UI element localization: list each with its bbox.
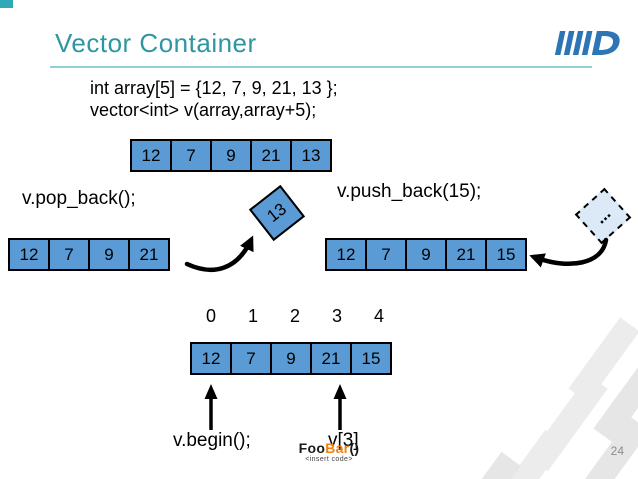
index-label: 3 — [331, 306, 342, 326]
foobar-watermark: FooBar() <insert code> — [281, 440, 377, 463]
page-number: 24 — [610, 444, 624, 458]
array-initial: 12 7 9 21 13 — [130, 139, 332, 172]
push-arrow-icon — [529, 237, 609, 268]
array-cell: 15 — [350, 342, 392, 375]
index-label: 0 — [205, 306, 216, 326]
pop-back-label: v.pop_back(); — [22, 188, 136, 209]
code-line-1: int array[5] = {12, 7, 9, 21, 13 }; — [90, 78, 338, 98]
array-indexed: 12 7 9 21 15 — [190, 342, 392, 375]
index-row: 0 1 2 3 4 — [190, 306, 400, 327]
array-cell: 12 — [190, 342, 232, 375]
array-cell: 7 — [48, 238, 90, 271]
array-cell: 21 — [250, 139, 292, 172]
array-cell: 12 — [325, 238, 367, 271]
array-cell: 21 — [445, 238, 487, 271]
index-label: 2 — [289, 306, 300, 326]
array-after-push: 12 7 9 21 15 — [325, 238, 527, 271]
page-title: Vector Container — [55, 28, 257, 58]
array-cell: 12 — [130, 139, 172, 172]
code-line-2: vector<int> v(array,array+5); — [90, 100, 317, 120]
watermark-bar: Bar — [325, 440, 350, 456]
index-label: 4 — [373, 306, 384, 326]
chevron-bar — [459, 451, 521, 479]
index-label: 1 — [247, 306, 258, 326]
array-cell: 21 — [310, 342, 352, 375]
foobar-watermark-text: FooBar() — [281, 440, 377, 456]
watermark-parens: () — [349, 440, 360, 456]
iiitd-logo-icon — [554, 31, 620, 55]
element-label: v[3] — [328, 430, 359, 451]
popped-value: 13 — [263, 199, 290, 226]
array-cell: 9 — [405, 238, 447, 271]
array-after-pop: 12 7 9 21 — [8, 238, 170, 271]
array-cell: 13 — [290, 139, 332, 172]
incoming-value: ... — [591, 203, 615, 228]
array-cell: 21 — [128, 238, 170, 271]
array-cell: 9 — [210, 139, 252, 172]
array-cell: 15 — [485, 238, 527, 271]
corner-accent — [0, 0, 13, 8]
array-cell: 7 — [365, 238, 407, 271]
pop-arrow-icon — [184, 235, 254, 273]
array-cell: 9 — [88, 238, 130, 271]
array-cell: 12 — [8, 238, 50, 271]
begin-label: v.begin(); — [173, 430, 251, 451]
array-cell: 9 — [270, 342, 312, 375]
push-back-label: v.push_back(15); — [337, 181, 482, 202]
array-cell: 7 — [170, 139, 212, 172]
begin-arrow-icon — [204, 384, 218, 430]
watermark-subtext: <insert code> — [305, 456, 353, 463]
title-divider — [50, 66, 592, 68]
watermark-foo: Foo — [298, 440, 326, 456]
array-cell: 7 — [230, 342, 272, 375]
element-arrow-icon — [333, 384, 347, 430]
